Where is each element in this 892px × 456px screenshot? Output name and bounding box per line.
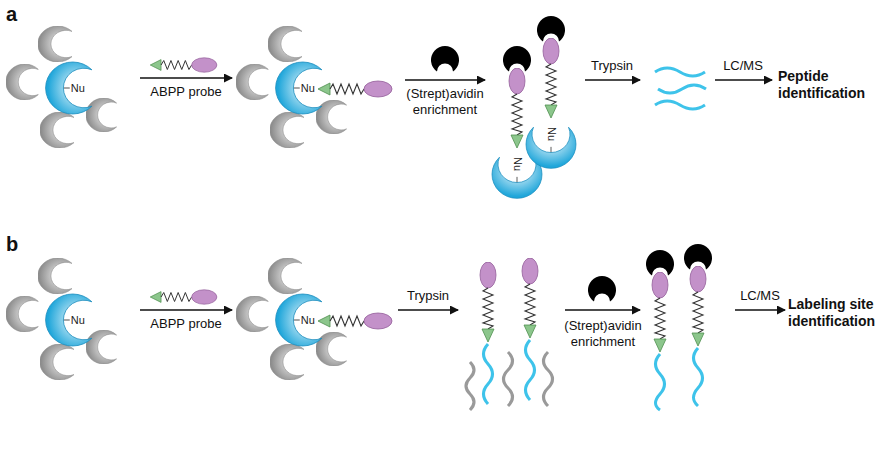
step-arrow (585, 79, 640, 81)
nucleophile-label: Nu (512, 157, 523, 171)
peptide-line (656, 354, 665, 410)
abpp-probe (652, 272, 668, 352)
nucleophile-label: Nu (71, 315, 85, 326)
protein-shape (236, 64, 269, 100)
protein-shape (316, 332, 347, 366)
peptide-line (658, 85, 706, 93)
avidin-symbol (684, 244, 712, 269)
protein-shape (316, 100, 347, 134)
peptide-line (466, 362, 474, 410)
step-label: LC/MS (698, 58, 788, 74)
result-label: Peptide identification (778, 68, 890, 102)
enzyme-outline (276, 294, 322, 346)
abpp-probe (480, 262, 496, 342)
protein-shape (270, 112, 304, 148)
step-arrow (735, 309, 785, 311)
abpp-probe (318, 81, 392, 97)
step-arrow (140, 77, 232, 79)
peptide-line (544, 352, 553, 406)
bond-line (294, 88, 300, 89)
abpp-probe (318, 313, 392, 329)
step-label: Trypsin (383, 288, 473, 304)
enzyme-shape (526, 120, 576, 168)
protein-shape (86, 330, 117, 364)
bond-line (64, 320, 70, 321)
nucleophile-label: Nu (301, 315, 315, 326)
enzyme-node: Nu (526, 120, 576, 168)
enzyme-outline (46, 294, 92, 346)
protein-shape (270, 344, 304, 380)
enzyme-node: Nu (46, 62, 100, 114)
protein-shape (40, 344, 74, 380)
nucleophile-label: Nu (301, 83, 315, 94)
peptide-line (526, 340, 535, 400)
protein-shape (38, 26, 72, 62)
abpp-probe (522, 258, 538, 338)
step-label: Trypsin (567, 58, 657, 74)
step-label: (Strept)avidin enrichment (390, 86, 500, 117)
bond-line (517, 177, 518, 182)
protein-shape (40, 112, 74, 148)
step-arrow (565, 309, 640, 311)
enzyme-outline (276, 62, 322, 114)
avidin-symbol (431, 46, 459, 71)
abpp-probe (543, 38, 559, 118)
bond-line (551, 147, 552, 152)
step-arrow (140, 309, 232, 311)
enzyme-outline (492, 157, 542, 198)
enzyme-outline (46, 62, 92, 114)
protein-shape (38, 258, 72, 294)
nucleophile-label: Nu (71, 83, 85, 94)
avidin-symbol (537, 16, 565, 41)
abpp-probe (690, 266, 706, 346)
protein-shape (6, 296, 39, 332)
bond-line (294, 320, 300, 321)
enzyme-node: Nu (46, 294, 100, 346)
abpp-probe (150, 58, 217, 72)
avidin-symbol (646, 250, 674, 275)
enzyme-node: Nu (276, 62, 330, 114)
peptide-line (655, 68, 705, 76)
step-arrow (398, 309, 458, 311)
protein-shape (268, 258, 302, 294)
protein-shape (268, 26, 302, 62)
step-label: ABPP probe (131, 316, 241, 332)
result-label: Labeling site identification (788, 296, 892, 330)
peptide-line (484, 344, 493, 404)
bond-line (64, 88, 70, 89)
peptide-line (655, 101, 705, 109)
step-arrow (405, 79, 485, 81)
abpp-probe (150, 290, 217, 304)
panel-letter: b (6, 232, 18, 256)
enzyme-node: Nu (276, 294, 330, 346)
nucleophile-label: Nu (546, 127, 557, 141)
abpp-probe (509, 68, 525, 148)
step-label: (Strept)avidin enrichment (548, 318, 658, 349)
protein-shape (86, 98, 117, 132)
peptide-line (694, 348, 703, 406)
peptide-line (504, 352, 513, 406)
avidin-symbol (503, 46, 531, 71)
step-label: ABPP probe (131, 84, 241, 100)
protein-shape (6, 64, 39, 100)
step-arrow (715, 79, 772, 81)
panel-letter: a (6, 2, 17, 26)
avidin-symbol (588, 276, 616, 301)
protein-shape (236, 296, 269, 332)
enzyme-outline (526, 127, 576, 168)
